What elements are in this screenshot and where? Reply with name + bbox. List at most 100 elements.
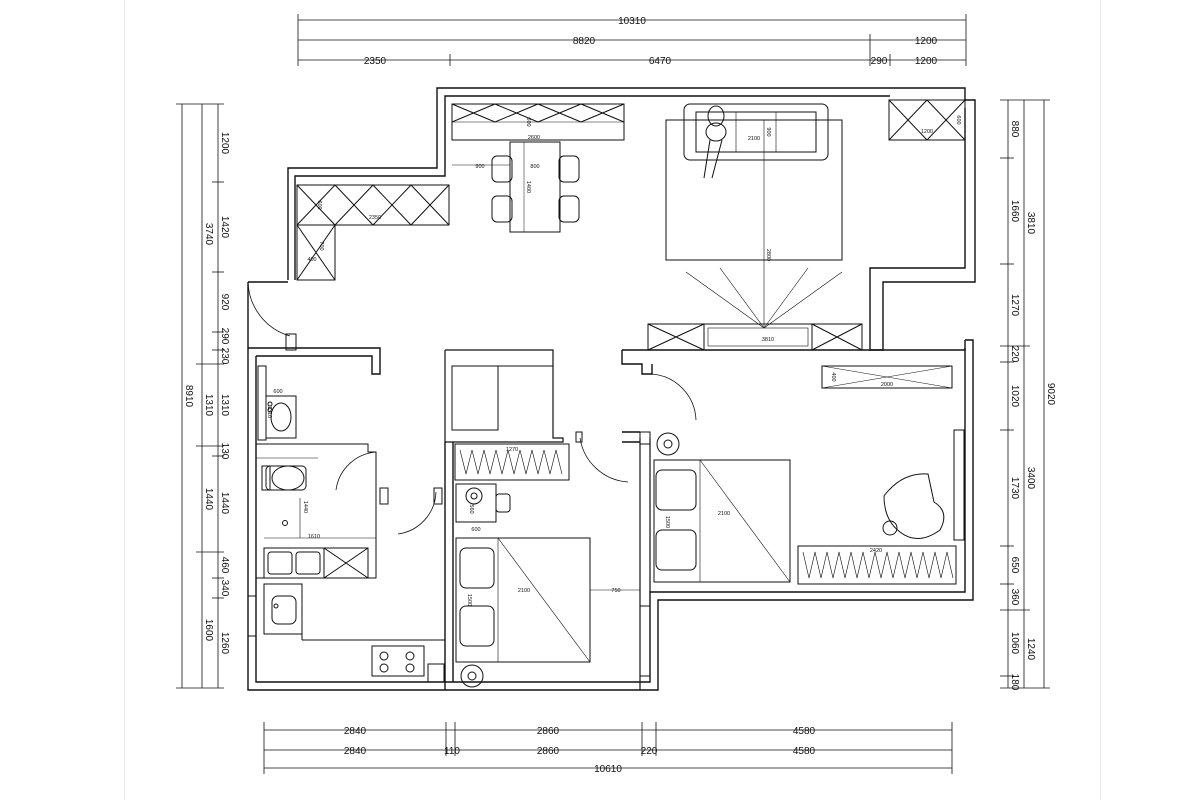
dim-right-mid-1: 3810 [1025,212,1036,235]
top-storage-cabinet [451,103,625,141]
label-kitchen-cab-side: 600 [316,200,322,209]
dim-left-mid-2: 1310 [203,394,214,417]
dim-left-mid-4: 1600 [203,619,214,642]
dim-left-inner-11: 1260 [219,632,230,655]
label-master-bed-len: 2100 [718,511,730,517]
wall-bottom [247,339,974,691]
dim-bottom-overall: 10610 [594,764,622,775]
label-tv-wall: 3810 [762,337,774,343]
dim-right-inner-2: 1660 [1009,200,1020,223]
windows [247,595,651,677]
outer-walls [247,87,976,691]
label-second-bed-w: 1500 [466,594,472,606]
dim-bottom-row2-e: 4580 [793,746,816,757]
dim-left-inner-9: 460 [219,557,230,574]
label-storage-top-len: 2600 [528,135,540,141]
label-master-cab-len: 2000 [881,382,893,388]
label-sofa-depth: 900 [765,127,771,136]
wall-bottom-inner [255,348,966,683]
dim-bottom-row1-b: 2860 [537,726,560,737]
label-kitchen-cab-c: 400 [307,257,316,263]
right-frame-rule [1100,0,1101,800]
label-living-depth: 2800 [765,249,771,261]
dim-top-row3-c: 290 [871,56,888,67]
interior-walls [248,340,966,690]
wall-top [287,87,966,280]
living-rug [665,119,843,328]
wall-top-inner [294,95,890,280]
label-kitchen-cab-top: 2350 [369,215,381,221]
label-top-right-cab-len: 1200 [921,129,933,135]
label-desk-w: 600 [471,527,480,533]
kitchen [248,583,445,683]
label-sofa-len: 2100 [748,136,760,142]
dim-bottom-row2-a: 2840 [344,746,367,757]
dim-left-inner-10: 340 [219,580,230,597]
tv-viewing-lines [685,267,843,329]
bathroom [256,365,443,579]
label-dining-gap: 900 [475,164,484,170]
dim-right-inner-10: 180 [1009,674,1020,691]
label-bath-vanity-d: 1310 [266,406,272,418]
dim-right-inner-1: 880 [1009,121,1020,138]
dim-top-row3-a: 2350 [364,56,387,67]
dim-top-row3-b: 6470 [649,56,672,67]
label-dining-len: 1400 [525,181,531,193]
dim-left-inner-2: 1420 [219,216,230,239]
tv-cabinet [647,323,863,351]
dim-right-inner-3: 1270 [1009,294,1020,317]
label-dining-w: 800 [530,164,539,170]
label-storage-top-depth: 600 [525,117,531,126]
top-right-cabinet [888,99,966,141]
left-frame-rule [124,0,125,800]
label-master-wardrobe: 2420 [870,548,882,554]
dim-left-inner-4: 290 [219,328,230,345]
label-second-bed-gap: 750 [611,588,620,594]
dim-top-row2-a: 8820 [573,36,596,47]
label-top-right-cab-depth: 600 [955,115,961,124]
corridor-storage [451,365,553,431]
dim-right-inner-6: 1730 [1009,477,1020,500]
furniture-labels: 2350 600 700 400 2600 600 800 900 1400 2… [266,115,961,606]
label-bath-width: 1610 [308,534,320,540]
dim-bottom-row1-a: 2840 [344,726,367,737]
dim-top-row3-d: 1200 [915,56,938,67]
label-second-wardrobe: 1270 [506,447,518,453]
dim-right-mid-2: 3400 [1025,467,1036,490]
dim-right-inner-9: 1060 [1009,632,1020,655]
dim-top-row2-b: 1200 [915,36,938,47]
dim-right-outer: 9020 [1045,383,1056,406]
dim-right-inner-7: 650 [1009,557,1020,574]
dim-right-inner-5: 1020 [1009,385,1020,408]
label-master-cab-depth: 400 [830,372,836,381]
dining-set [452,141,580,233]
dim-top-overall: 10310 [618,16,646,27]
second-bedroom [454,431,640,688]
label-master-bed-w: 1500 [664,516,670,528]
label-desk-d: 560 [468,504,474,513]
dim-left-mid-1: 3740 [203,223,214,246]
dim-left-inner-5: 230 [219,348,230,365]
dim-right-inner-8: 360 [1009,589,1020,606]
dim-right-mid-3: 1240 [1025,638,1036,661]
label-second-bed-len: 2100 [518,588,530,594]
dim-left-mid-3: 1440 [203,488,214,511]
dim-left-inner-3: 920 [219,294,230,311]
sofa [683,103,829,179]
dim-bottom-row2-b: 110 [444,746,460,757]
dim-left-inner-7: 130 [219,443,230,460]
label-kitchen-cab-b: 700 [318,241,324,250]
dim-left-inner-6: 1310 [219,394,230,417]
dim-left-inner-1: 1200 [219,132,230,155]
dimension-lines [176,14,1050,774]
label-bath-vanity: 600 [273,389,282,395]
dim-bottom-row2-c: 2860 [537,746,560,757]
kitchen-upper-cabinets [296,184,450,281]
dim-bottom-row2-d: 220 [641,746,658,757]
dim-left-inner-8: 1440 [219,492,230,515]
master-bedroom [639,365,965,585]
dim-right-inner-4: 220 [1009,346,1020,363]
dimension-labels: 10310 8820 1200 2350 6470 290 1200 2840 … [183,16,1056,775]
